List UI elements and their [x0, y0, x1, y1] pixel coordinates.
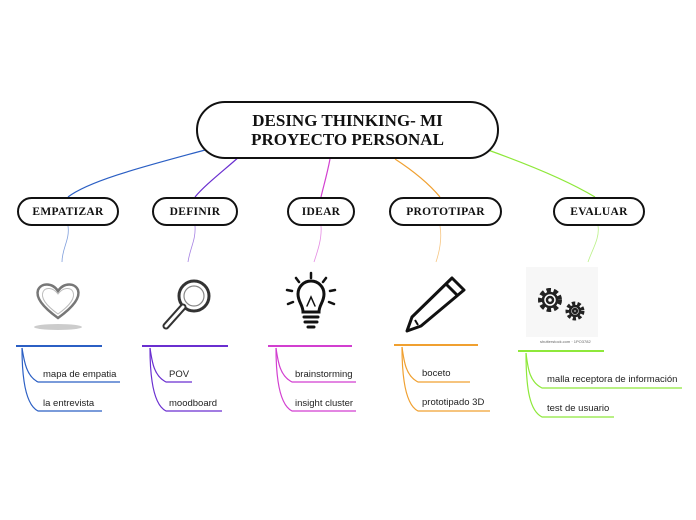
leaves-prototipar [394, 344, 490, 412]
stem-empatizar [61, 225, 69, 263]
branch-idear[interactable]: IDEAR [287, 197, 355, 226]
branch-label: EVALUAR [570, 205, 628, 218]
lightbulb-icon [285, 271, 337, 329]
leaf-brainstorming[interactable]: brainstorming [295, 369, 353, 380]
connector-prototipar [394, 158, 441, 198]
leaf-la-entrevista[interactable]: la entrevista [43, 398, 95, 409]
leaf-boceto[interactable]: boceto [422, 368, 451, 379]
branch-label: DEFINIR [169, 205, 221, 218]
leaf-malla-receptora[interactable]: malla receptora de información [547, 374, 678, 385]
leaves-empatizar [16, 345, 120, 412]
stem-prototipar [435, 225, 442, 263]
connector-empatizar [67, 149, 206, 198]
leaf-insight-cluster[interactable]: insight cluster [295, 398, 354, 409]
gears-icon [526, 267, 598, 337]
connector-evaluar [487, 149, 596, 198]
branch-label: PROTOTIPAR [406, 205, 485, 218]
leaves-evaluar [518, 350, 682, 418]
pencil-icon [405, 276, 466, 333]
leaf-pov[interactable]: POV [169, 369, 190, 380]
branch-label: IDEAR [301, 205, 341, 218]
connector-idear [320, 158, 331, 198]
stem-idear [313, 225, 322, 263]
heart-icon [34, 283, 82, 330]
leaves-idear [268, 345, 356, 412]
stem-definir [187, 225, 196, 263]
leaf-test-de-usuario[interactable]: test de usuario [547, 403, 610, 414]
branch-evaluar[interactable]: EVALUAR [553, 197, 645, 226]
leaf-moodboard[interactable]: moodboard [169, 398, 218, 409]
branch-definir[interactable]: DEFINIR [152, 197, 238, 226]
magnifier-icon [162, 279, 211, 330]
branch-prototipar[interactable]: PROTOTIPAR [389, 197, 502, 226]
leaf-mapa-de-empatia[interactable]: mapa de empatia [43, 369, 117, 380]
leaf-prototipado-3d[interactable]: prototipado 3D [422, 397, 485, 408]
connector-definir [194, 155, 241, 198]
image-watermark: shutterstock.com · 1PO3782 [540, 339, 591, 344]
root-node[interactable]: DESING THINKING- MI PROYECTO PERSONAL [196, 101, 499, 159]
stem-evaluar [587, 225, 599, 263]
root-title: DESING THINKING- MI PROYECTO PERSONAL [251, 111, 444, 149]
branch-label: EMPATIZAR [32, 205, 104, 218]
branch-empatizar[interactable]: EMPATIZAR [17, 197, 119, 226]
leaves-definir [142, 345, 228, 412]
